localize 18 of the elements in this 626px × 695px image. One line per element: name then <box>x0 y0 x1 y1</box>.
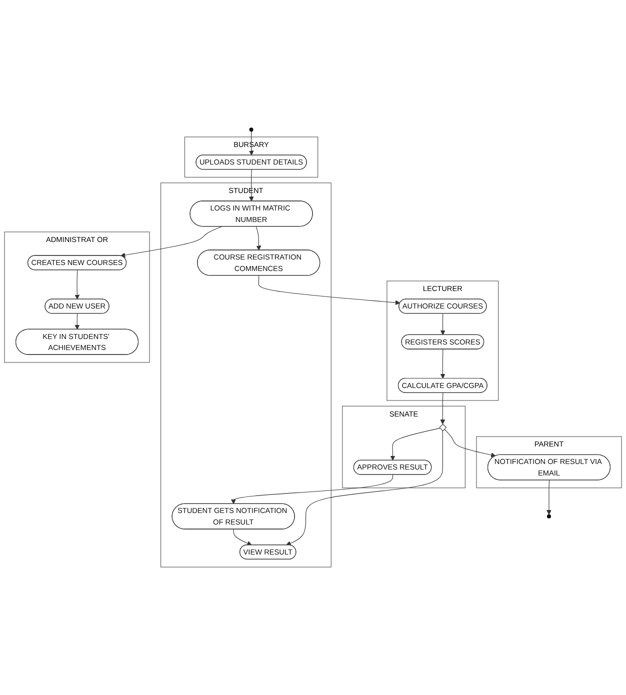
arrow <box>444 428 496 458</box>
arrow <box>546 480 552 515</box>
arrow <box>256 226 262 250</box>
arrow <box>440 392 446 424</box>
arrow <box>440 349 446 379</box>
arrow <box>230 474 394 504</box>
arrow <box>74 270 80 300</box>
arrow <box>120 226 222 258</box>
arrow <box>390 428 440 461</box>
node-circle <box>249 128 254 132</box>
arrow <box>233 529 252 546</box>
node-circle <box>547 514 551 518</box>
node-diamond <box>439 424 447 432</box>
arrow <box>74 313 80 330</box>
arrow <box>440 313 446 336</box>
arrow <box>286 430 443 546</box>
arrow <box>258 275 400 306</box>
arrow <box>248 169 254 202</box>
